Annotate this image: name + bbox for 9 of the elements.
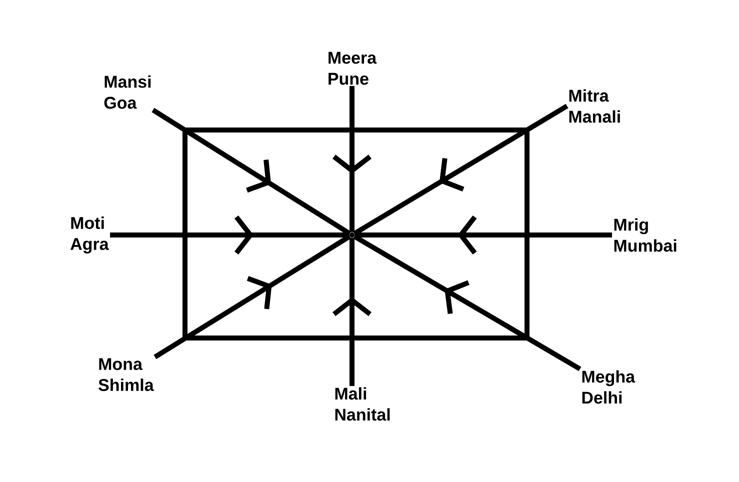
name-label: Mona Shimla [98,358,154,392]
name-label: Megha Delhi [582,370,636,404]
name-label: Mali Nanital [335,387,390,421]
name-label: Mansi Goa [104,75,151,109]
junction-point [350,232,354,238]
name-label: Meera Pune [328,52,377,85]
name-label: Mitra Manali [569,89,620,123]
name-label: Mrig Mumbai [614,218,676,252]
name-label: Moti Agra [70,216,109,254]
